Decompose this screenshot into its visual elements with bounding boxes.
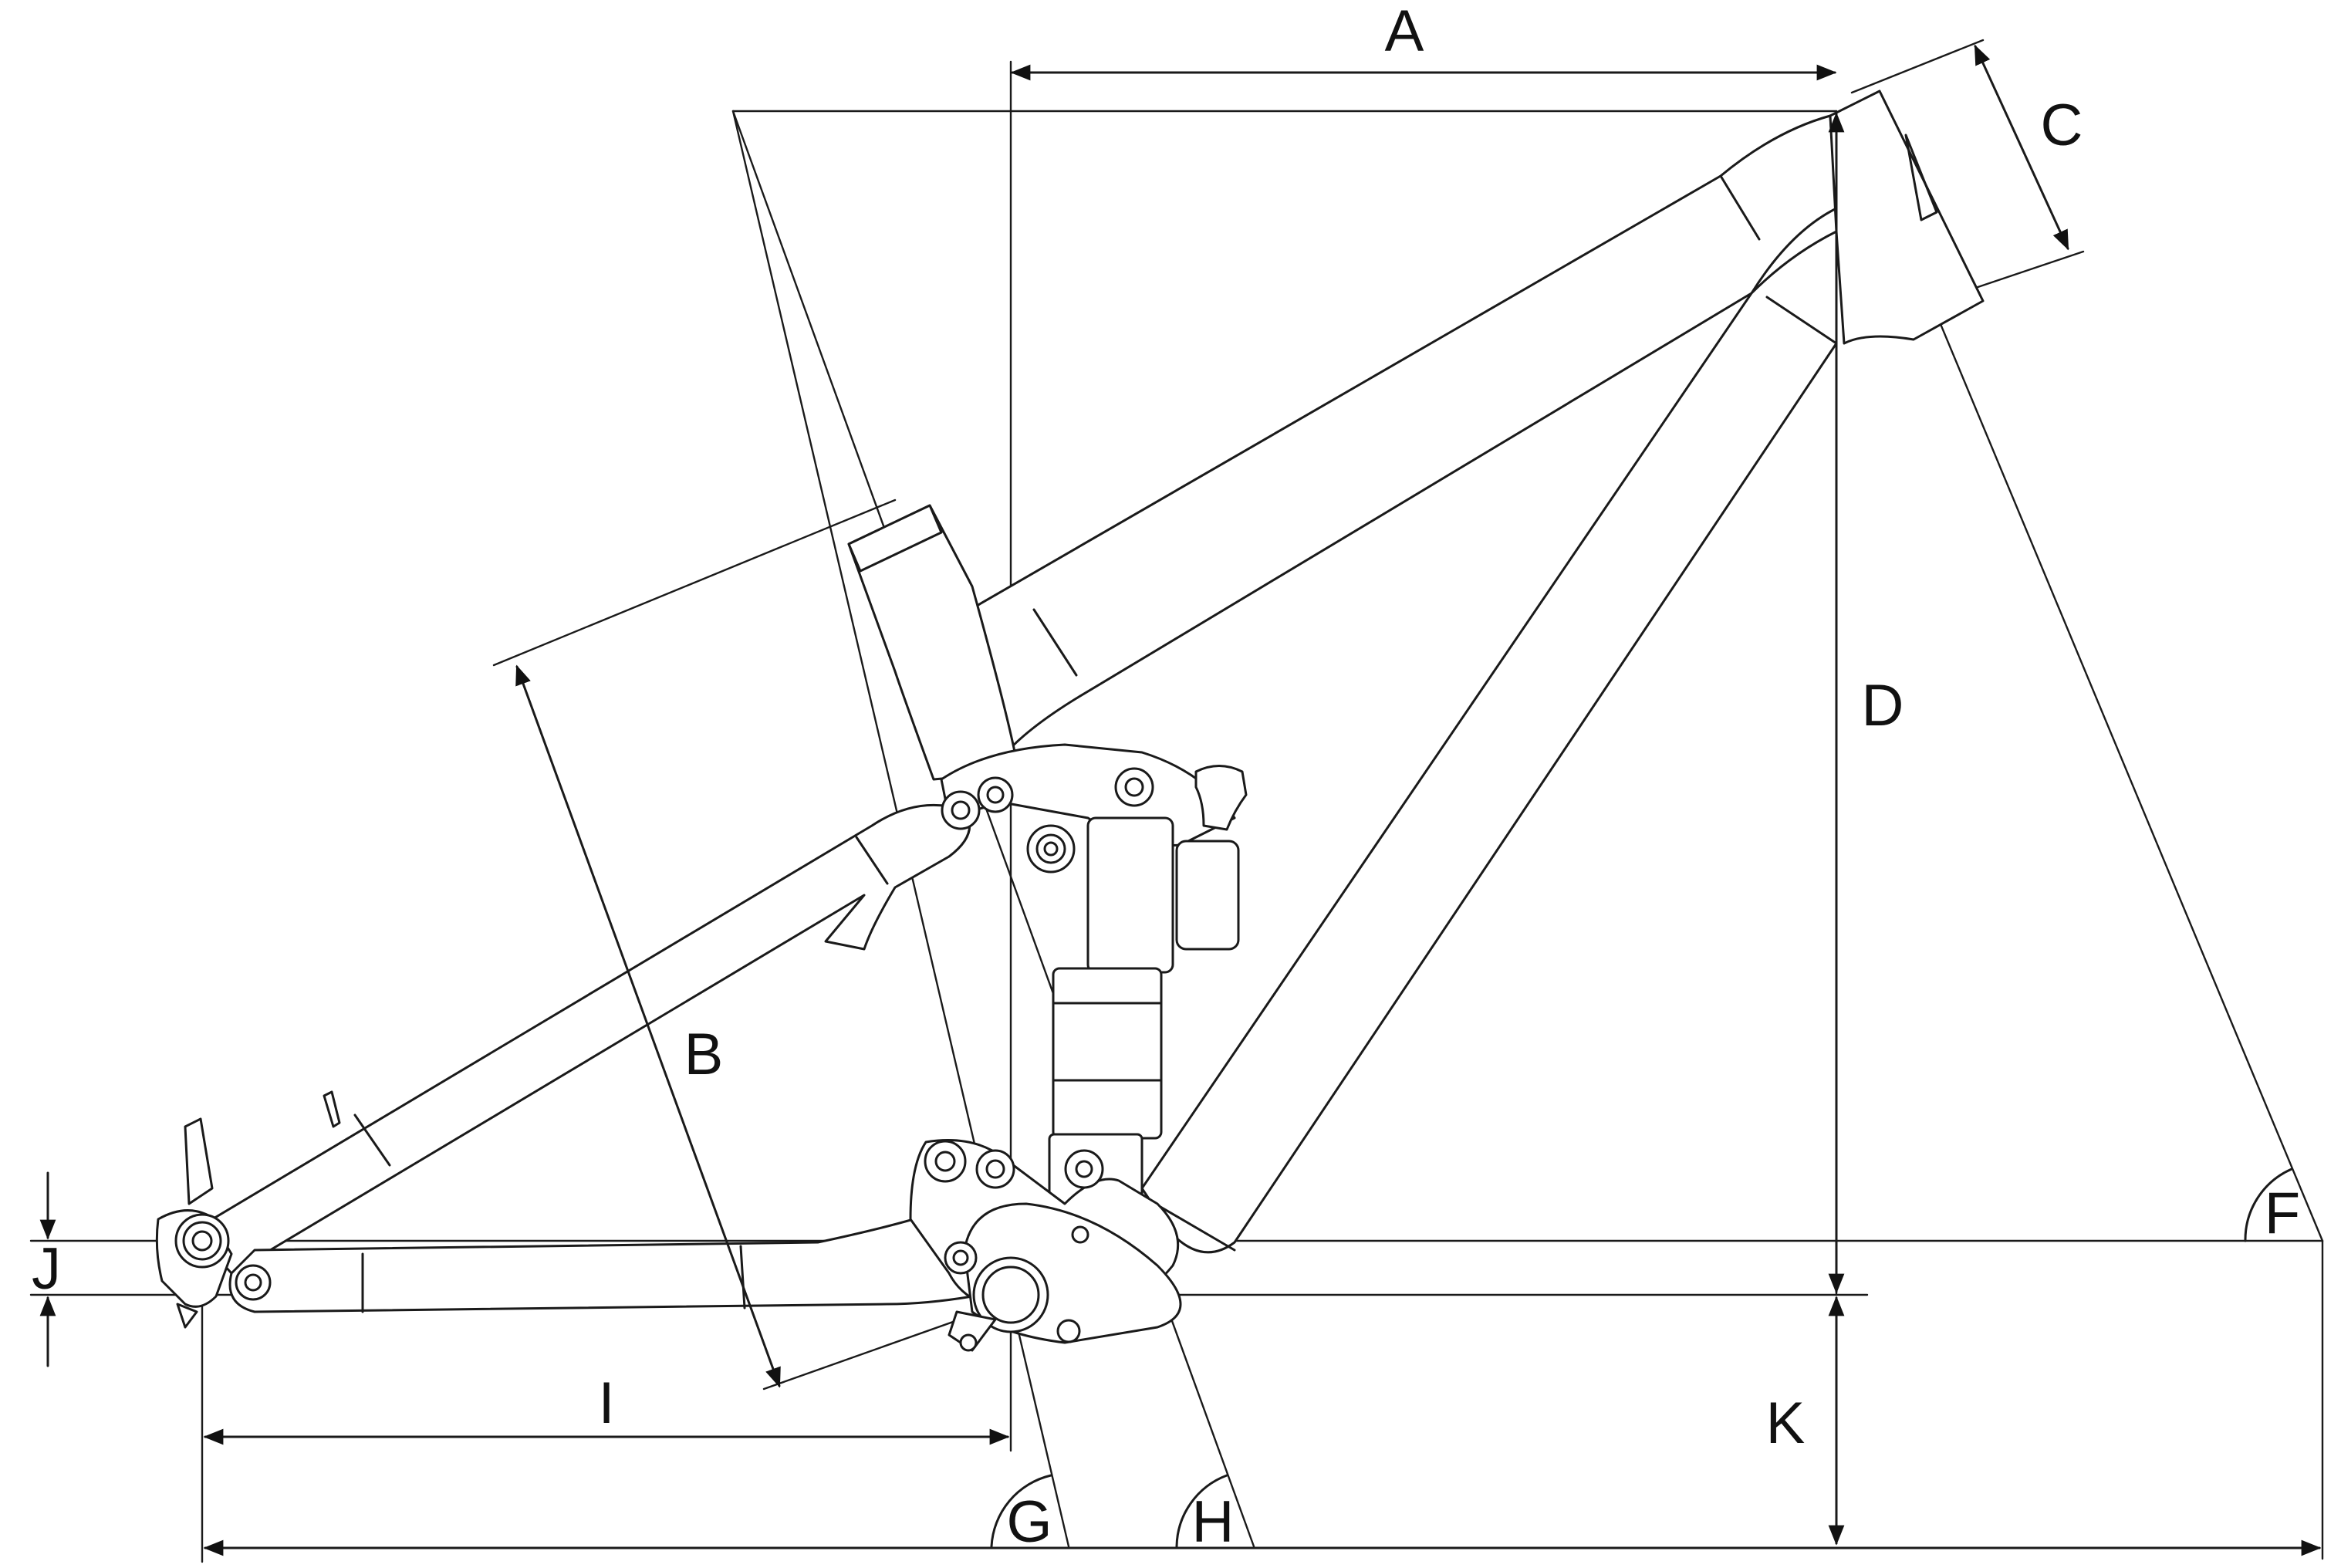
angle-f-arc [2244, 1168, 2293, 1242]
pivot-lower-link-rear [924, 1140, 967, 1183]
brake-mount-tab [323, 1090, 341, 1128]
pivot-shock-upper-mid [1035, 833, 1066, 864]
label-g: G [1006, 1489, 1052, 1555]
rear-shock-body [1086, 816, 1174, 974]
pivot-rear-axle-inner [191, 1230, 213, 1252]
seat-collar [847, 504, 943, 573]
dimension-labels: A B C D F G H I J K [32, 0, 2300, 1555]
dimension-arrows [39, 44, 2322, 1556]
top-tube-front-ring [1719, 174, 1761, 241]
angle-h-arc [1175, 1474, 1228, 1548]
chain-stay [228, 1202, 997, 1313]
pivot-link-front [1114, 767, 1154, 807]
label-k: K [1766, 1391, 1806, 1456]
pivot-shock-upper [1026, 824, 1076, 874]
pivot-chainstay-front-inner [952, 1249, 969, 1266]
seat-stay-ring-front [855, 836, 889, 885]
pivot-shock-upper-inner [1043, 841, 1059, 857]
pivots [174, 767, 1154, 1352]
label-f: F [2265, 1181, 2300, 1246]
pivot-chainstay-front [944, 1241, 978, 1275]
down-tube-front-ring [1765, 296, 1838, 345]
rear-shock-reservoir [1175, 840, 1240, 951]
pivot-chainstay-rear-inner [244, 1273, 262, 1292]
frame [155, 90, 1985, 1352]
dimension-c-arrow [1974, 44, 2069, 251]
pivot-shock-lower-inner [1075, 1160, 1093, 1178]
bottom-bracket-inner [981, 1266, 1040, 1324]
head-tube [1829, 90, 1985, 345]
derailleur-hanger [176, 1303, 198, 1329]
label-j: J [32, 1236, 61, 1302]
pivot-rear-axle-mid [182, 1221, 222, 1261]
label-a: A [1385, 0, 1424, 64]
pivot-seatstay-upper-inner [951, 800, 971, 820]
bottom-bracket-outer [972, 1256, 1049, 1333]
pivot-link-front-inner [1124, 777, 1144, 797]
bolt-bb-lower [1056, 1319, 1081, 1343]
angle-g-arc [990, 1474, 1052, 1548]
dimension-b-arrow [515, 664, 781, 1388]
label-b: B [684, 1022, 724, 1087]
angle-arcs [990, 1168, 2293, 1548]
pivot-shock-lower [1064, 1149, 1104, 1189]
seat-tube-length-top-ext [492, 498, 897, 667]
rear-shock-can [1052, 967, 1163, 1140]
label-c: C [2041, 93, 2083, 158]
bolt-bb-left [959, 1333, 978, 1352]
label-h: H [1192, 1489, 1235, 1555]
bolt-link-small [1071, 1225, 1089, 1244]
head-tube-badge [1904, 133, 1938, 221]
pivot-link-rear [977, 776, 1014, 813]
pivot-lower-link-mid-inner [985, 1159, 1005, 1179]
seat-stay-ring-rear [353, 1113, 391, 1167]
pivot-lower-link-mid [975, 1149, 1015, 1189]
label-d: D [1862, 673, 1904, 738]
top-tube-rear-ring [1032, 608, 1078, 677]
dropout-fin [184, 1117, 214, 1205]
stack-cap-line-top [1850, 39, 1985, 94]
pivot-link-rear-inner [986, 786, 1005, 804]
pivot-chainstay-rear [235, 1264, 272, 1301]
top-tube [955, 114, 1838, 758]
pivot-seatstay-upper [941, 790, 981, 830]
pivot-lower-link-rear-inner [934, 1151, 956, 1172]
label-i: I [598, 1370, 614, 1436]
shock-lockout-lever [1194, 765, 1248, 831]
seat-stay [191, 803, 971, 1275]
